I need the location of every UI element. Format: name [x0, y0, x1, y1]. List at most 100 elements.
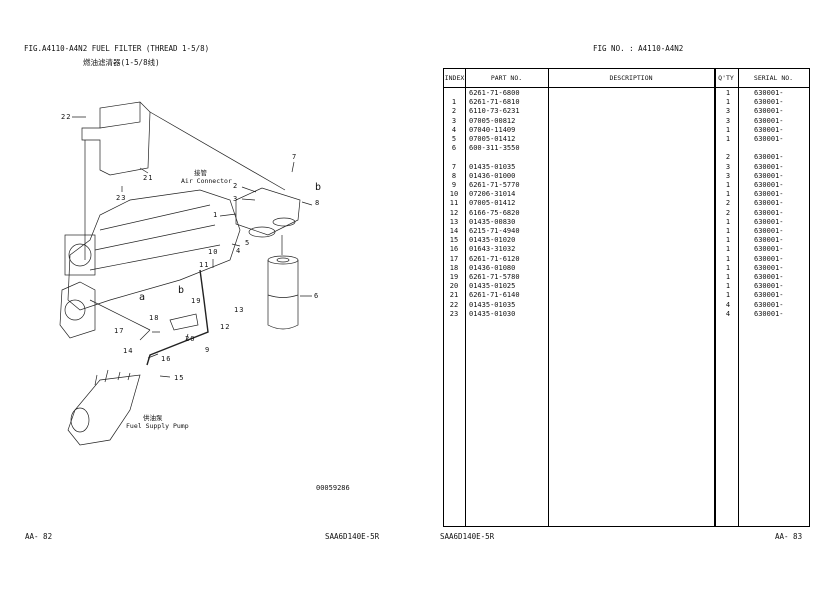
- parts-table: INDEX PART NO. DESCRIPTION Q'TY SERIAL N…: [443, 68, 810, 527]
- row-serial: 630001-: [754, 236, 784, 245]
- row-qty: 3: [725, 107, 731, 116]
- row-part-no: 6261-71-5770: [469, 181, 520, 189]
- row-serial: 630001-: [754, 171, 784, 180]
- callout-17: 17: [114, 327, 125, 335]
- header-description: DESCRIPTION: [609, 74, 653, 82]
- air-connector-label-cn: 接管: [194, 169, 207, 177]
- callout-8: 8: [315, 199, 321, 207]
- row-serial: 630001-: [754, 291, 784, 300]
- row-part-no: 01435-01035: [469, 162, 516, 171]
- row-serial: 630001-: [754, 116, 784, 125]
- table-row: 6261-71-6800HEAD ASS'Y,FUEL FILTER…燃油滤清器…: [444, 89, 809, 98]
- callout-a: a: [139, 292, 147, 303]
- row-part-no: 6261-71-6810: [469, 98, 520, 107]
- row-index: 23: [449, 309, 459, 318]
- figure-subtitle: 燃油滤清器(1-5/8线): [83, 58, 160, 67]
- fuel-pump-label-en: Fuel Supply Pump: [126, 422, 189, 430]
- fuel-pump-label-cn: 供油泵: [143, 414, 163, 422]
- drawing-number: 00059286: [316, 484, 350, 492]
- row-serial: 630001-: [754, 227, 784, 235]
- row-part-no: 6261-71-6140: [469, 291, 520, 300]
- row-index: 4: [451, 125, 457, 134]
- row-qty: 1: [725, 217, 731, 226]
- row-part-no: 6215-71-4940: [469, 227, 520, 235]
- row-part-no: 07040-11409: [469, 125, 516, 134]
- row-serial: 630001-: [754, 309, 784, 318]
- row-part-no: 01436-01080: [469, 263, 516, 272]
- row-qty: 4: [725, 300, 731, 309]
- intake-manifold: [67, 189, 241, 311]
- callout-21: 21: [143, 174, 154, 182]
- row-part-no: 01435-00830: [469, 217, 516, 226]
- row-index: 10: [449, 190, 459, 199]
- callout-16: 16: [161, 355, 172, 363]
- callout-23: 23: [116, 194, 127, 202]
- row-qty: 2: [725, 208, 731, 217]
- callout-19: 19: [191, 297, 202, 305]
- row-index: 17: [449, 254, 459, 263]
- table-header: INDEX PART NO. DESCRIPTION Q'TY SERIAL N…: [444, 69, 809, 88]
- callout-4: 4: [236, 247, 242, 255]
- header-serial: SERIAL NO.: [753, 74, 794, 82]
- callout-b-left: b: [178, 285, 186, 296]
- row-index: 6: [451, 144, 457, 153]
- right-page-number: AA- 83: [775, 532, 803, 541]
- callout-9: 9: [205, 346, 211, 354]
- row-part-no: 01435-01025: [469, 282, 516, 291]
- row-index: 2: [451, 107, 457, 116]
- callout-2: 2: [233, 182, 239, 190]
- row-qty: 2: [725, 153, 731, 162]
- row-part-no: 6166-75-6820: [469, 208, 520, 217]
- row-serial: 630001-: [754, 245, 784, 254]
- row-serial: 630001-: [754, 153, 784, 162]
- row-serial: 630001-: [754, 107, 784, 116]
- row-serial: 630001-: [754, 217, 784, 226]
- row-part-no: 6110-73-6231: [469, 107, 520, 116]
- fuel-supply-pump: [67, 374, 141, 446]
- header-index: INDEX: [444, 74, 465, 82]
- row-part-no: 01435-01035: [469, 300, 516, 309]
- callout-15: 15: [174, 374, 185, 382]
- row-part-no: 6261-71-6800: [469, 89, 520, 97]
- callout-10: 10: [208, 248, 219, 256]
- filter-cartridge: [267, 260, 299, 330]
- row-part-no: 600-311-3550: [469, 144, 520, 153]
- callout-6: 6: [314, 292, 320, 300]
- callout-5: 5: [245, 239, 251, 247]
- row-part-no: 07005-01412: [469, 135, 516, 143]
- right-model-code: SAA6D140E-5R: [440, 532, 495, 541]
- row-part-no: 07005-00812: [469, 116, 516, 125]
- row-index: 16: [449, 245, 459, 254]
- row-serial: 630001-: [754, 89, 784, 97]
- row-index: 13: [449, 217, 459, 226]
- callout-14: 14: [123, 347, 134, 355]
- row-part-no: 01435-01020: [469, 236, 516, 245]
- row-index: 15: [449, 236, 459, 245]
- row-qty: 1: [725, 254, 731, 263]
- row-index: 1: [451, 98, 457, 107]
- row-index: 5: [451, 135, 457, 143]
- air-connector-label-en: Air Connector: [181, 177, 232, 185]
- callout-7: 7: [292, 153, 298, 161]
- row-serial: 630001-: [754, 125, 784, 134]
- row-qty: 3: [725, 171, 731, 180]
- left-page-number: AA- 82: [25, 532, 53, 541]
- fig-number: FIG NO. : A4110-A4N2: [593, 44, 684, 53]
- row-serial: 630001-: [754, 135, 784, 143]
- row-part-no: 07206-31014: [469, 190, 516, 199]
- callout-20: 20: [185, 335, 196, 343]
